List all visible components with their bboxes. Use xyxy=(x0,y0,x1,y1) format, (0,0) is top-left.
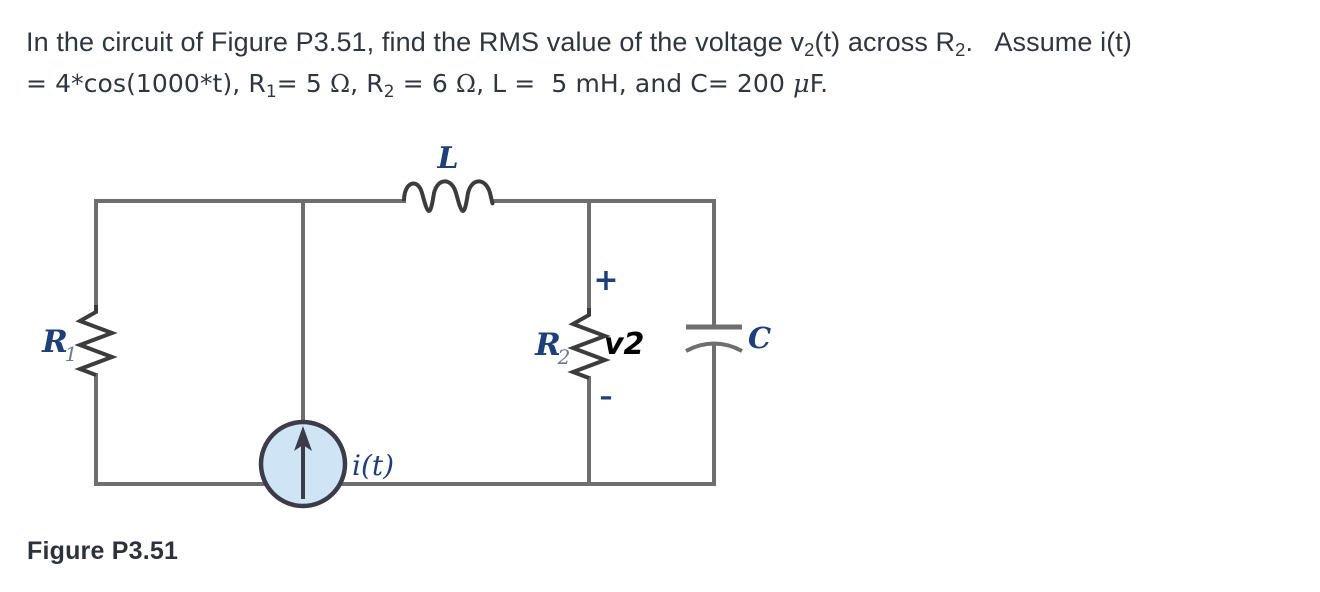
circuit-figure: L R 1 i(t) R 2 v2 + – C xyxy=(0,120,1320,520)
problem-line1-text2: (t) across R xyxy=(814,27,956,57)
resistor2-label-sub: 2 xyxy=(557,345,571,369)
current-source-arrow-head xyxy=(294,426,312,451)
ohm-symbol-1: Ω xyxy=(329,69,351,98)
problem-line2-sub2: 2 xyxy=(383,81,395,102)
current-source-symbol xyxy=(258,419,348,509)
problem-line2-text5: , L = 5 mH, and C= 200 xyxy=(476,69,793,98)
voltage-label-v2: v2 xyxy=(604,327,644,362)
problem-line2-text4: = 6 xyxy=(394,69,456,98)
capacitor-symbol xyxy=(685,324,743,353)
mu-symbol: μ xyxy=(793,69,810,99)
resistor2-symbol xyxy=(567,308,611,380)
problem-statement: In the circuit of Figure P3.51, find the… xyxy=(26,22,1308,105)
figure-caption: Figure P3.51 xyxy=(27,537,179,565)
polarity-minus: – xyxy=(600,382,613,412)
current-source-label: i(t) xyxy=(352,449,394,482)
capacitor-plate-bottom-curved xyxy=(685,341,743,353)
circuit-schematic: L R 1 i(t) R 2 v2 + – C xyxy=(41,141,771,509)
problem-line-2: = 4*cos(1000*t), R1= 5 Ω, R2 = 6 Ω, L = … xyxy=(26,63,1308,105)
problem-line2-text6: F. xyxy=(809,69,829,98)
problem-line2-sub1: 1 xyxy=(265,81,277,102)
inductor-coils xyxy=(402,179,495,213)
polarity-plus: + xyxy=(593,263,618,298)
ohm-symbol-2: Ω xyxy=(455,69,477,98)
resistor1-label-sub: 1 xyxy=(65,342,78,366)
problem-line1-sub1: 2 xyxy=(804,39,815,61)
resistor1-label: R xyxy=(41,324,68,360)
problem-line1-text1: In the circuit of Figure P3.51, find the… xyxy=(26,27,805,57)
resistor2-zigzag xyxy=(567,308,611,380)
problem-line1-sub2: 2 xyxy=(955,39,966,61)
resistor2-label: R xyxy=(534,327,561,363)
capacitor-label: C xyxy=(748,321,771,355)
problem-line1-text3: . Assume i(t) xyxy=(965,27,1133,57)
resistor1-zigzag xyxy=(74,305,118,377)
problem-line2-text1: = 4*cos(1000*t), R xyxy=(26,69,266,98)
resistor1-symbol xyxy=(74,305,118,377)
inductor-symbol xyxy=(402,179,495,213)
problem-line2-text2: = 5 xyxy=(276,69,330,98)
inductor-label: L xyxy=(436,141,458,176)
problem-line-1: In the circuit of Figure P3.51, find the… xyxy=(26,22,1308,63)
problem-line2-text3: , R xyxy=(350,69,384,98)
circuit-wires xyxy=(94,199,716,507)
